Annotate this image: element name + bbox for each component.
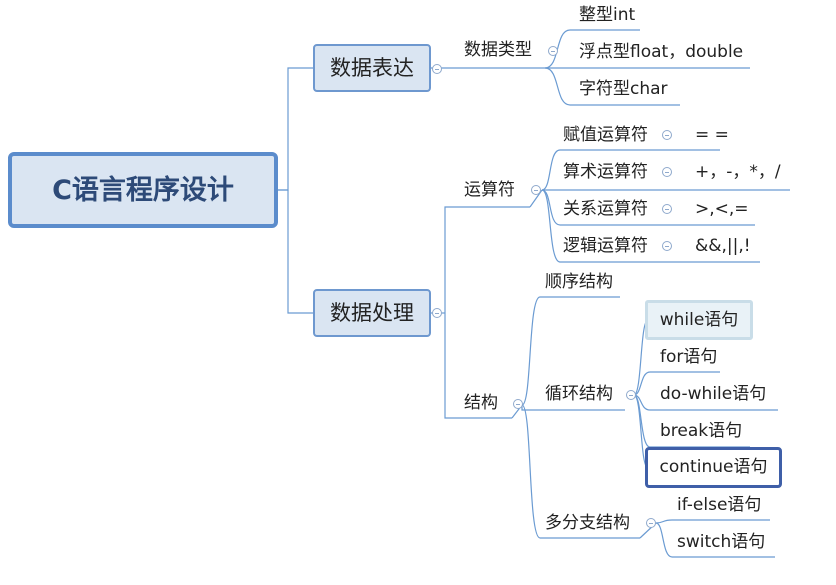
node-if-else[interactable]: if-else语句 [677, 495, 762, 515]
node-multi-branch[interactable]: 多分支结构 [545, 513, 630, 533]
node-for[interactable]: for语句 [660, 347, 718, 367]
node-type-char[interactable]: 字符型char [579, 79, 668, 99]
node-assign-op[interactable]: 赋值运算符 [563, 125, 648, 145]
collapse-icon[interactable] [531, 185, 541, 195]
node-structures[interactable]: 结构 [464, 393, 498, 413]
node-while[interactable]: while语句 [645, 300, 753, 340]
node-continue[interactable]: continue语句 [645, 447, 782, 488]
collapse-icon[interactable] [432, 308, 442, 318]
node-relational-op[interactable]: 关系运算符 [563, 199, 648, 219]
root-node[interactable]: C语言程序设计 [8, 152, 278, 228]
node-switch[interactable]: switch语句 [677, 532, 766, 552]
node-data-expression[interactable]: 数据表达 [313, 44, 431, 92]
node-do-while[interactable]: do-while语句 [660, 384, 767, 404]
collapse-icon[interactable] [662, 204, 672, 214]
collapse-icon[interactable] [548, 46, 558, 56]
collapse-icon[interactable] [513, 399, 523, 409]
node-break[interactable]: break语句 [660, 421, 743, 441]
node-arith-op[interactable]: 算术运算符 [563, 162, 648, 182]
node-arith-op-value[interactable]: +，-，*，/ [695, 162, 781, 182]
collapse-icon[interactable] [662, 241, 672, 251]
node-operators[interactable]: 运算符 [464, 180, 515, 200]
collapse-icon[interactable] [662, 167, 672, 177]
node-type-int[interactable]: 整型int [579, 5, 636, 25]
node-assign-op-value[interactable]: = = [695, 125, 729, 145]
node-relational-op-value[interactable]: >,<,= [695, 199, 749, 219]
node-sequential[interactable]: 顺序结构 [545, 272, 613, 292]
node-data-types[interactable]: 数据类型 [464, 40, 532, 60]
node-data-processing[interactable]: 数据处理 [313, 289, 431, 337]
node-logical-op-value[interactable]: &&,||,! [695, 236, 751, 256]
collapse-icon[interactable] [626, 390, 636, 400]
node-type-float[interactable]: 浮点型float，double [579, 42, 744, 62]
collapse-icon[interactable] [646, 518, 656, 528]
node-loop[interactable]: 循环结构 [545, 384, 613, 404]
collapse-icon[interactable] [432, 64, 442, 74]
collapse-icon[interactable] [662, 130, 672, 140]
node-logical-op[interactable]: 逻辑运算符 [563, 236, 648, 256]
